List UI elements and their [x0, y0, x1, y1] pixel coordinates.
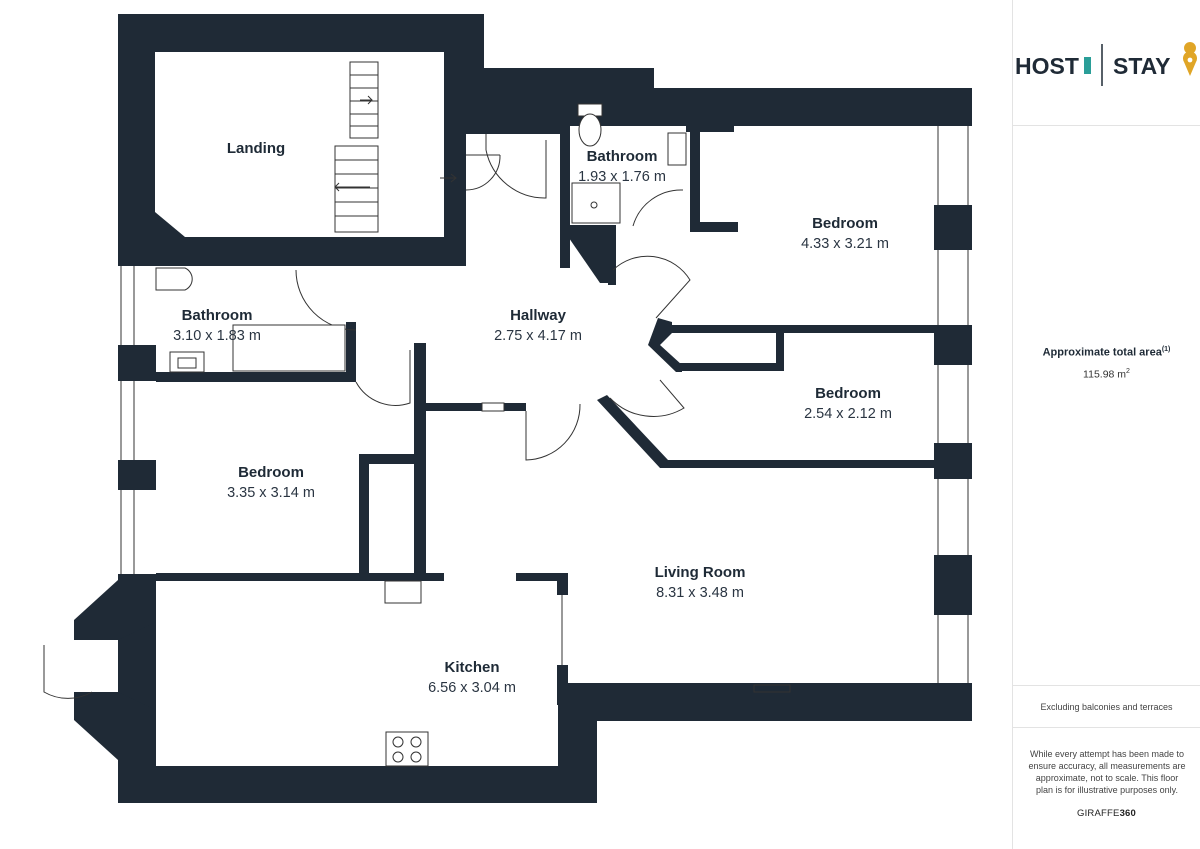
location-pin-dot [1187, 57, 1193, 63]
door-living [753, 684, 791, 693]
door-bedroom-top [612, 255, 691, 319]
bath-sink-basin [177, 357, 197, 369]
disclaimer-box: While every attempt has been made to ens… [1013, 728, 1200, 849]
stairs [334, 61, 457, 233]
door-icon [1084, 57, 1091, 74]
walls [74, 14, 972, 803]
kitchen-dims: 6.56 x 3.04 m [428, 680, 516, 696]
door-kitchen-bay [43, 645, 93, 699]
wall-segment [686, 126, 734, 132]
hob-burner [392, 736, 404, 748]
windows [120, 126, 969, 683]
exclusion-box: Excluding balconies and terraces [1013, 686, 1200, 728]
exclusion-note: Excluding balconies and terraces [1040, 702, 1173, 712]
wall-segment [414, 343, 426, 581]
wall-segment [118, 460, 156, 490]
kitchen-hob [385, 731, 429, 767]
wall-segment [118, 345, 156, 381]
hob-burner [410, 751, 422, 763]
bay-wall-bottom [74, 692, 156, 760]
door-bedroom-mid [609, 379, 685, 417]
wall-segment [608, 225, 616, 285]
wall-segment [156, 573, 444, 581]
landing-name: Landing [227, 140, 285, 157]
wall-segment [934, 443, 972, 479]
door-bedroom-left [525, 403, 581, 461]
bedroom-top-right-dims: 4.33 x 3.21 m [801, 236, 889, 252]
bathroom-left-dims: 3.10 x 1.83 m [173, 328, 261, 344]
wall-segment [776, 333, 784, 371]
wall-segment [557, 665, 568, 705]
hob-burner [410, 736, 422, 748]
kitchen-sink [384, 580, 422, 604]
living-room-name: Living Room [655, 564, 746, 581]
wall-segment [516, 573, 568, 581]
wall-segment [156, 372, 354, 382]
wall-segment [359, 454, 369, 574]
bathtub [232, 324, 346, 372]
bedroom-left-name: Bedroom [238, 464, 304, 481]
bathroom-left-name: Bathroom [182, 307, 253, 324]
hob-burner [392, 751, 404, 763]
door-hall-top [485, 134, 547, 199]
fixtures [155, 103, 687, 767]
area-box: Approximate total area(1) 115.98 m2 [1013, 126, 1200, 686]
wall-segment [597, 395, 934, 468]
wall-segment [934, 555, 972, 615]
credit: GIRAFFE360 [1076, 808, 1137, 819]
hallway-name: Hallway [510, 307, 567, 324]
internal-window [481, 402, 505, 412]
wall-segment [648, 318, 682, 372]
living-room-dims: 8.31 x 3.48 m [656, 585, 744, 601]
wall-segment [934, 205, 972, 250]
sink [667, 132, 687, 166]
hallway-dims: 2.75 x 4.17 m [494, 328, 582, 344]
bedroom-top-right-name: Bedroom [812, 215, 878, 232]
bottom-wall [118, 574, 972, 803]
bay-wall-top [74, 580, 156, 640]
area-title: Approximate total area(1) [1042, 346, 1171, 359]
wall-segment [690, 222, 738, 232]
shower-drain [590, 201, 598, 209]
bedroom-mid-right-dims: 2.54 x 2.12 m [804, 406, 892, 422]
brand-host: HOST [1015, 53, 1079, 79]
door-hall-left [355, 350, 411, 406]
wall-segment [934, 325, 972, 365]
bedroom-mid-right-name: Bedroom [815, 385, 881, 402]
floor-plan-svg: Landing Bathroom 1.93 x 1.76 m Bedroom 4… [43, 14, 972, 803]
host-stay-logo: HOST STAY [1015, 42, 1197, 86]
wall-segment [504, 403, 526, 411]
wall-segment [560, 225, 613, 283]
floor-plan: Landing Bathroom 1.93 x 1.76 m Bedroom 4… [43, 14, 972, 803]
disclaimer: While every attempt has been made to ens… [1028, 749, 1186, 795]
brand-stay: STAY [1113, 53, 1171, 79]
door-bath-left [295, 269, 357, 331]
wall-segment [670, 325, 934, 333]
brand-box: HOST STAY [1013, 0, 1200, 126]
bedroom-left-dims: 3.35 x 3.14 m [227, 485, 315, 501]
bathroom-top-name: Bathroom [587, 148, 658, 165]
door-landing [465, 154, 501, 191]
kitchen-name: Kitchen [444, 659, 499, 676]
wall-segment [359, 454, 414, 464]
door-bath-top [632, 189, 684, 227]
wall-segment [426, 403, 482, 411]
bathroom-top-dims: 1.93 x 1.76 m [578, 169, 666, 185]
wall-segment [560, 88, 570, 268]
toilet [155, 267, 193, 291]
room-labels: Landing Bathroom 1.93 x 1.76 m Bedroom 4… [173, 140, 892, 696]
wall-segment [680, 363, 780, 371]
wall-segment [346, 322, 356, 382]
wall-segment [690, 126, 700, 232]
landing-walls [118, 14, 972, 266]
sidebar: HOST STAY Approximate total area(1) 115.… [1012, 0, 1200, 849]
toilet-bowl [578, 113, 602, 147]
wall-segment [466, 107, 570, 134]
area-value: 115.98 m2 [1083, 368, 1130, 381]
wall-segment [557, 573, 568, 595]
